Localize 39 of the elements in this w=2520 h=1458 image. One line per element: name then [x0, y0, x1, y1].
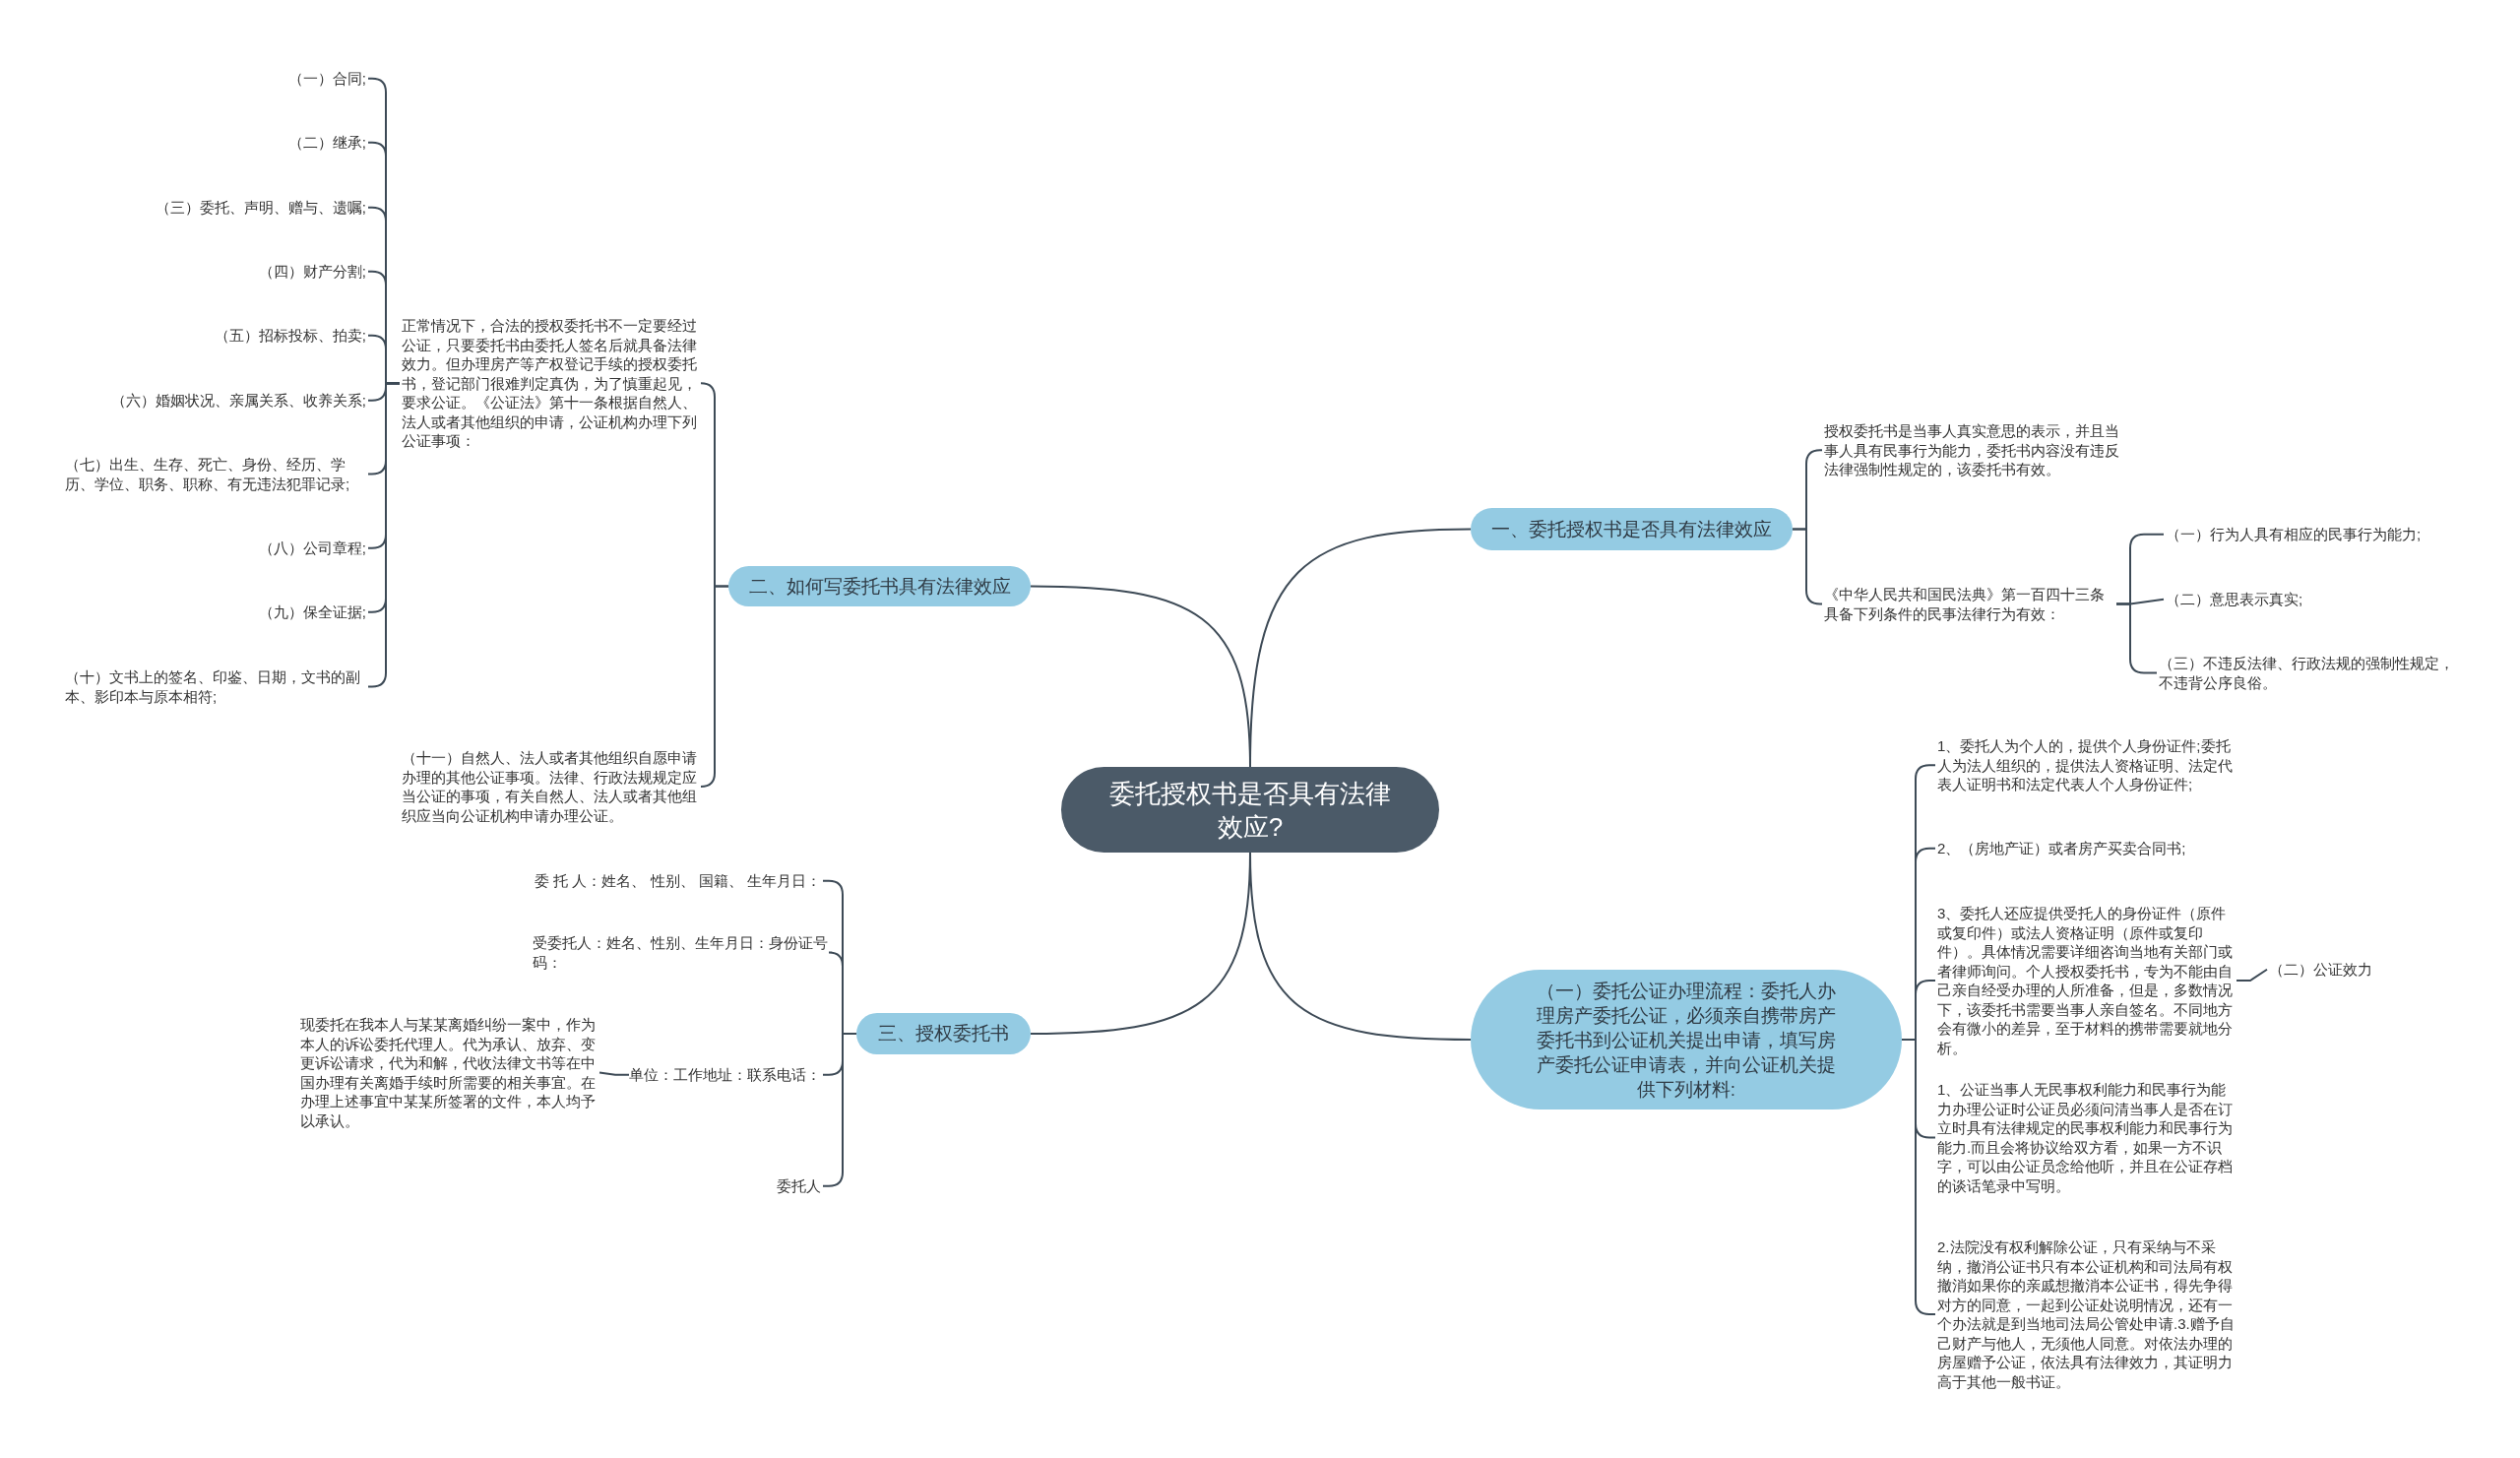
connector-line	[1249, 852, 1472, 1041]
connector-line	[700, 585, 729, 788]
topic-text: （三）不违反法律、行政法规的强制性规定，不违背公序良俗。	[2159, 654, 2459, 692]
connector-line	[1792, 528, 1823, 605]
topic-text: 现委托在我本人与某某离婚纠纷一案中，作为本人的诉讼委托代理人。代为承认、放弃、变更诉讼请求，代为和解，代收法律文书等在中国办理有关离婚手续时所需要的相关事宜。在办理上述事宜中某某所签署的文件，本人均予以承认。	[300, 1015, 598, 1130]
topic-text: （一）合同;	[287, 69, 366, 89]
connector-line	[1901, 1039, 1936, 1315]
topic-text: （九）保全证据;	[258, 602, 366, 622]
topic-text: （十）文书上的签名、印鉴、日期，文书的副本、影印本与原本相符;	[65, 667, 366, 706]
topic-text: 单位：工作地址：联系电话：	[629, 1065, 821, 1085]
topic-text: （二）公证效力	[2269, 960, 2372, 980]
topic-text: 正常情况下，合法的授权委托书不一定要经过公证，只要委托书由委托人签名后就具备法律效力。但办理房产等产权登记手续的授权委托书，登记部门很难判定真伪，为了慎重起见，要求公证。《公证法》第十一条根据自然人、法人或者其他组织的申请，公证机构办理下列公证事项：	[402, 316, 699, 451]
topic-text: 委托人	[777, 1176, 821, 1196]
central-topic: 委托授权书是否具有法律效应?	[1061, 767, 1439, 853]
topic-text: 《中华人民共和国民法典》第一百四十三条具备下列条件的民事法律行为有效：	[1824, 585, 2114, 623]
branch-topic: 一、委托授权书是否具有法律效应	[1471, 508, 1793, 550]
topic-text: 授权委托书是当事人真实意思的表示，并且当事人具有民事行为能力，委托书内容没有违反法律强制性规定的，该委托书有效。	[1824, 421, 2124, 479]
branch-topic: 二、如何写委托书具有法律效应	[728, 566, 1031, 606]
topic-text: 委 托 人：姓名、 性别、 国籍、 生年月日：	[535, 871, 821, 891]
topic-text: （五）招标投标、拍卖;	[214, 326, 366, 346]
topic-text: 1、委托人为个人的，提供个人身份证件;委托人为法人组织的，提供法人资格证明、法定代表人证明书和法定代表人个人身份证件;	[1937, 736, 2235, 794]
connector-line	[598, 1071, 630, 1076]
topic-text: 2、（房地产证）或者房产买卖合同书;	[1937, 839, 2186, 858]
connector-line	[2236, 968, 2268, 982]
topic-text: 1、公证当事人无民事权利能力和民事行为能力办理公证时公证员必须问清当事人是否在订立时具有法律规定的民事权利能力和民事行为能力.而且会将协议给双方看，如果一方不识字，可以由公证员念给他听，并且在公证存档的谈话笔录中写明。	[1937, 1080, 2235, 1195]
topic-text: （一）行为人具有相应的民事行为能力;	[2166, 525, 2422, 544]
topic-text: 2.法院没有权利解除公证，只有采纳与不采纳，撤消公证书只有本公证机构和司法局有权撤消如果你的亲戚想撤消本公证书，得先争得对方的同意，一起到公证处说明情况，还有一个办法就是到当地司法局公管处申请.3.赠予自己财产与他人，无须他人同意。对依法办理的房屋赠予公证，依法具有法律效力，其证明力高于其他一般书证。	[1937, 1237, 2235, 1391]
topic-text: 3、委托人还应提供受托人的身份证件（原件或复印件）或法人资格证明（原件或复印件）。具体情况需要详细咨询当地有关部门或者律师询问。个人授权委托书，专为不能由自己亲自经受办理的人所准备，但是，多数情况下，该委托书需要当事人亲自签名。不同地方会有微小的差异，至于材料的携带需要就地分析。	[1937, 904, 2235, 1057]
topic-text: 受委托人：姓名、性别、生年月日：身份证号码：	[533, 933, 830, 972]
branch-topic: （一）委托公证办理流程：委托人办理房产委托公证，必须亲自携带房产委托书到公证机关提出申请，填写房产委托公证申请表，并向公证机关提供下列材料:	[1471, 970, 1902, 1109]
branch-topic: 三、授权委托书	[856, 1013, 1031, 1054]
topic-text: （二）意思表示真实;	[2166, 590, 2303, 609]
topic-text: （十一）自然人、法人或者其他组织自愿申请办理的其他公证事项。法律、行政法规规定应当公证的事项，有关自然人、法人或者其他组织应当向公证机构申请办理公证。	[402, 748, 699, 825]
topic-text: （二）继承;	[287, 133, 366, 153]
topic-text: （六）婚姻状况、亲属关系、收养关系;	[110, 391, 366, 411]
topic-text: （八）公司章程;	[258, 539, 366, 558]
topic-text: （三）委托、声明、赠与、遗嘱;	[155, 198, 366, 218]
topic-text: （四）财产分割;	[258, 262, 366, 282]
topic-text: （七）出生、生存、死亡、身份、经历、学历、学位、职务、职称、有无违法犯罪记录;	[65, 455, 366, 493]
